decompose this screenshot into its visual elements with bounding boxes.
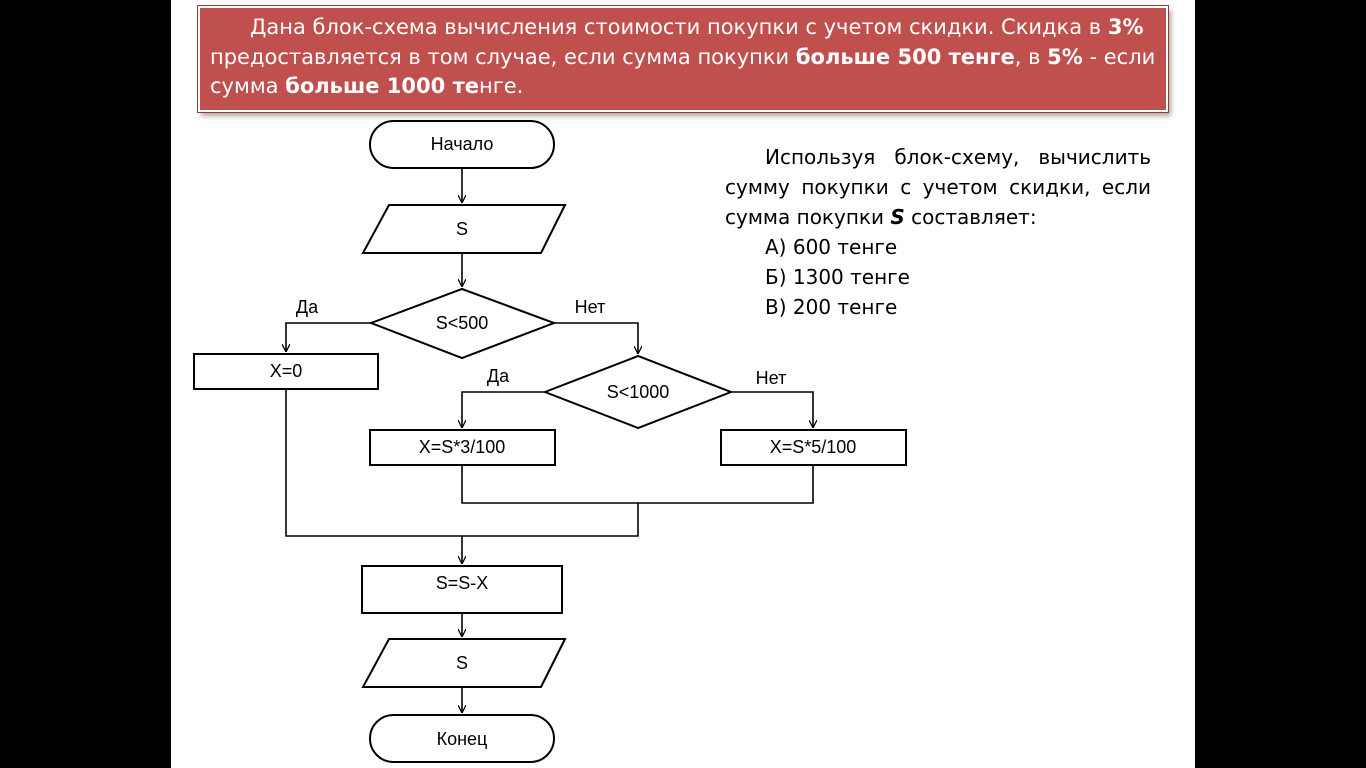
banner-bold-500: больше 500 тенге bbox=[795, 44, 1015, 69]
end-label: Конец bbox=[437, 729, 488, 749]
banner-bold-3-percent: 3% bbox=[1107, 15, 1144, 39]
cond1-yes-label: Да bbox=[296, 297, 319, 317]
task-block: Используя блок-схему, вычислить сумму по… bbox=[725, 142, 1151, 322]
banner-bold-1000: больше 1000 те bbox=[285, 74, 479, 98]
start-label: Начало bbox=[431, 134, 494, 154]
output-label: S bbox=[456, 653, 468, 673]
option-a: А) 600 тенге bbox=[765, 235, 898, 259]
banner-text-5: нге. bbox=[478, 74, 524, 98]
option-c: В) 200 тенге bbox=[765, 295, 898, 319]
answer-options: А) 600 тенге Б) 1300 тенге В) 200 тенге bbox=[725, 232, 1151, 322]
arrow-cond1-no bbox=[554, 322, 638, 354]
input-label: S bbox=[456, 219, 468, 239]
slide: Дана блок-схема вычисления стоимости пок… bbox=[171, 0, 1195, 768]
end-terminator bbox=[369, 714, 555, 763]
banner-bold-5-percent: 5% bbox=[1047, 44, 1083, 69]
flowchart: Начало S S<500 X=0 S<1000 X=S*3/100 X=S*… bbox=[193, 120, 907, 763]
discount-3-box bbox=[369, 429, 556, 466]
line-discounts-merge bbox=[461, 465, 814, 504]
discount3-label: X=S*3/100 bbox=[419, 437, 506, 457]
problem-statement: Дана блок-схема вычисления стоимости пок… bbox=[210, 13, 1156, 102]
arrow-cond2-no bbox=[731, 391, 813, 428]
cond1-label: S<500 bbox=[436, 313, 489, 333]
subtract-box bbox=[361, 565, 563, 614]
cond2-no-label: Нет bbox=[756, 368, 787, 388]
task-text-before: Используя блок-схему, вычислить сумму по… bbox=[725, 145, 1151, 229]
banner-text-4: - если сумма bbox=[210, 44, 1156, 99]
task-text-after: составляет: bbox=[904, 205, 1037, 229]
option-b: Б) 1300 тенге bbox=[765, 265, 910, 289]
arrow-cond1-yes bbox=[286, 322, 371, 352]
output-parallelogram bbox=[361, 638, 567, 688]
cond2-label: S<1000 bbox=[607, 382, 670, 402]
task-variable-s: S bbox=[890, 205, 905, 229]
input-parallelogram bbox=[361, 204, 567, 254]
assign-zero-label: X=0 bbox=[270, 361, 303, 381]
banner-text-1: Дана блок-схема вычисления стоимости пок… bbox=[250, 15, 1108, 39]
discount5-label: X=S*5/100 bbox=[770, 437, 857, 457]
problem-banner: Дана блок-схема вычисления стоимости пок… bbox=[198, 6, 1168, 112]
cond2-yes-label: Да bbox=[487, 366, 510, 386]
banner-text-3: , в bbox=[1014, 44, 1048, 69]
task-statement: Используя блок-схему, вычислить сумму по… bbox=[725, 142, 1151, 232]
banner-text-2: предоставляется в том случае, если сумма… bbox=[210, 44, 796, 69]
assign-x-zero-box bbox=[193, 353, 379, 390]
subtract-label: S=S-X bbox=[436, 573, 489, 593]
arrow-cond2-yes bbox=[462, 391, 545, 428]
cond1-no-label: Нет bbox=[575, 297, 606, 317]
